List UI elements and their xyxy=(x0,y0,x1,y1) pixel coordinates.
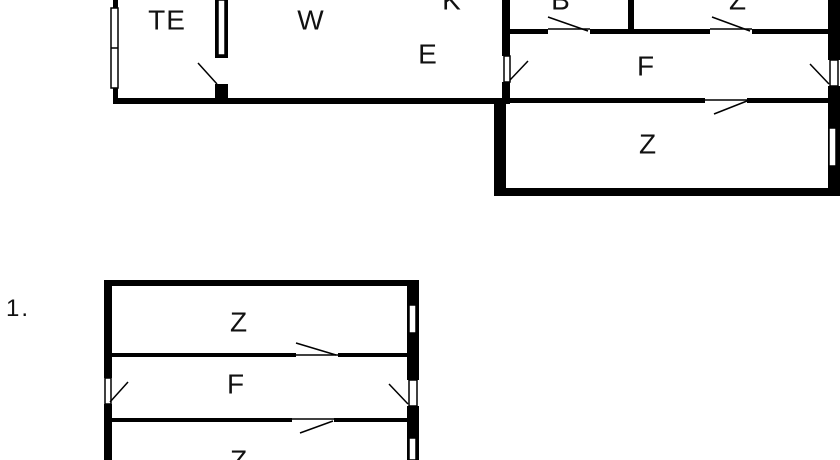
door-swing-z-lower-top xyxy=(295,342,337,356)
room-label-z-lower-bottom: Z xyxy=(230,444,248,460)
wall-z-f-lower xyxy=(104,353,419,357)
door-swing-te xyxy=(197,62,218,85)
room-label-z-lower-top: Z xyxy=(230,306,248,337)
window-z-south-right xyxy=(828,127,837,167)
door-gap-z-lower-bottom xyxy=(292,417,334,423)
door-frame-f-right xyxy=(829,59,839,87)
door-swing-f-lower-left xyxy=(109,381,129,403)
door-swing-b xyxy=(547,16,589,32)
window-z-lower-top xyxy=(408,304,417,334)
door-swing-f-left xyxy=(509,60,529,81)
door-swing-f-right xyxy=(809,63,830,85)
door-frame-f-left xyxy=(503,55,511,83)
wall-bottom-east xyxy=(494,188,840,196)
door-gap-z-top xyxy=(710,28,752,35)
wall-top-lower xyxy=(104,280,419,286)
room-label-f-lower: F xyxy=(227,368,245,399)
wall-below-f xyxy=(506,98,840,103)
room-label-e: E xyxy=(418,38,438,69)
window-te-w xyxy=(217,0,226,56)
door-frame-f-lower-right xyxy=(408,379,418,407)
door-swing-z-lower-bottom xyxy=(299,420,334,434)
wall-f-z-lower xyxy=(104,418,419,422)
door-gap-b xyxy=(548,28,590,35)
lower-floor: 1. Z F Z xyxy=(6,280,420,460)
wall-center-divider xyxy=(502,0,510,104)
room-label-k: K xyxy=(442,0,462,15)
window-z-lower-bottom xyxy=(408,437,417,460)
door-swing-z-bottom xyxy=(713,100,748,115)
door-gap-te xyxy=(215,58,228,84)
door-swing-f-lower-right xyxy=(388,383,409,405)
wall-bottom-west xyxy=(113,98,508,104)
wall-left-lower xyxy=(104,280,112,460)
room-label-z-south: Z xyxy=(639,128,657,159)
room-label-f-upper: F xyxy=(637,50,655,81)
floor-label-1: 1. xyxy=(6,295,30,322)
door-swing-z-top xyxy=(711,16,751,32)
door-frame-f-lower-left xyxy=(104,377,112,405)
wall-b-z xyxy=(628,0,634,33)
room-label-z-top: Z xyxy=(729,0,747,15)
wall-left-south-room xyxy=(494,98,506,196)
room-label-b: B xyxy=(551,0,571,15)
upper-floor: TE W K E B Z F Z xyxy=(110,0,840,196)
wall-above-f xyxy=(502,29,840,34)
room-label-te: TE xyxy=(148,4,186,35)
room-label-w: W xyxy=(297,4,324,35)
